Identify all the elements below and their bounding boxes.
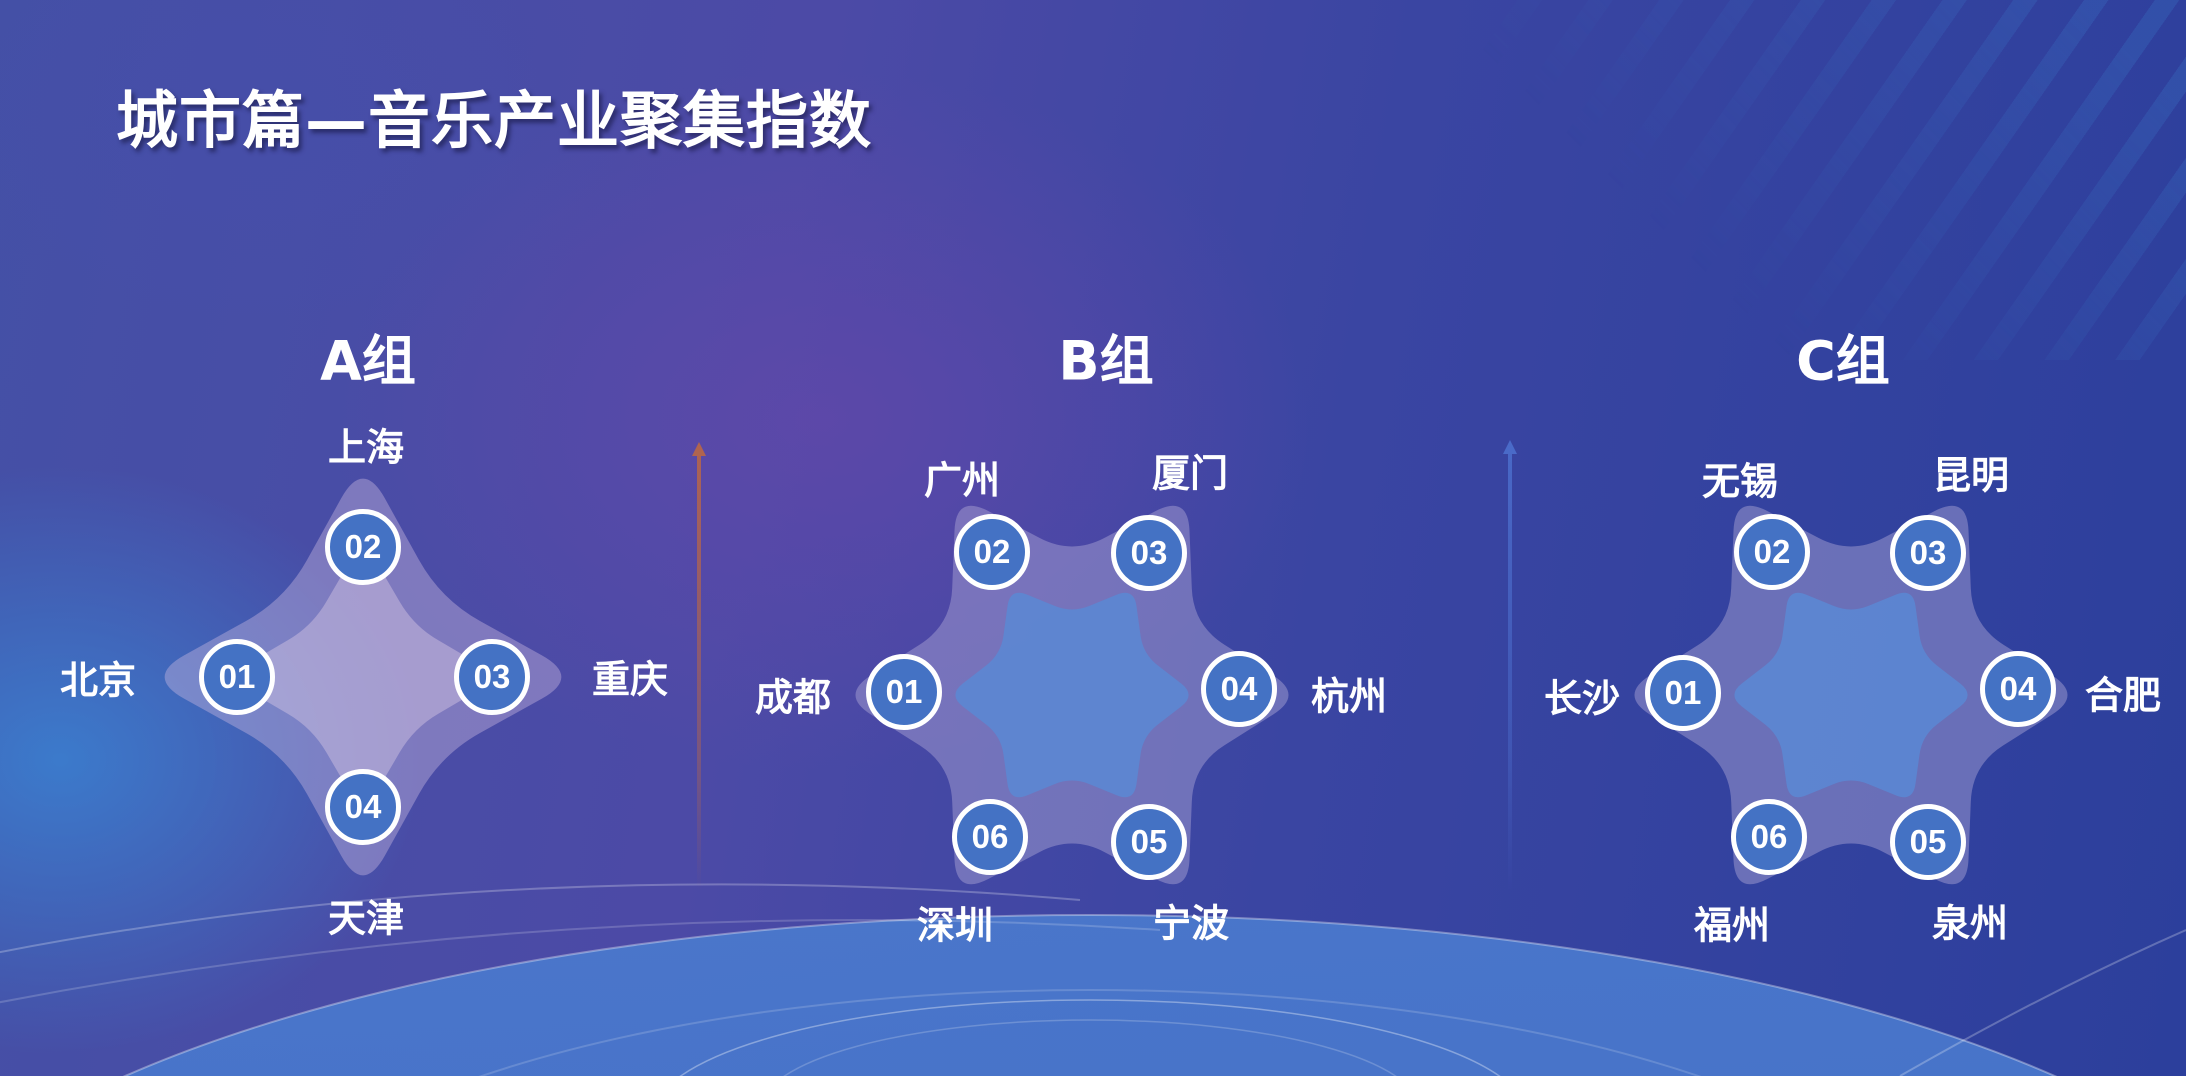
number-badge: 06 <box>1731 799 1807 875</box>
city-label: 福州 <box>1693 903 1771 948</box>
city-label: 合肥 <box>2084 673 2162 718</box>
divider-arrow-b-c <box>1503 440 1517 890</box>
inner-star-shape <box>237 551 489 803</box>
divider-arrow-a-b <box>692 442 706 890</box>
number-badge: 03 <box>454 639 530 715</box>
number-badge: 02 <box>1734 514 1810 590</box>
city-label: 厦门 <box>1151 451 1229 496</box>
number-badge: 04 <box>1201 651 1277 727</box>
star-shapes <box>164 478 2068 885</box>
city-label: 宁波 <box>1152 901 1230 946</box>
group-title: B组 <box>1058 329 1154 393</box>
number-badge: 04 <box>1980 651 2056 727</box>
city-label: 长沙 <box>1543 676 1621 721</box>
page-title: 城市篇—音乐产业聚集指数 <box>116 84 873 157</box>
city-label: 泉州 <box>1931 901 2009 946</box>
number-badge: 02 <box>954 514 1030 590</box>
number-badge: 02 <box>325 509 401 585</box>
floor-arcs <box>0 883 2186 1076</box>
number-badge: 05 <box>1111 804 1187 880</box>
number-badge: 05 <box>1890 804 1966 880</box>
decorative-stripes <box>1466 0 2186 360</box>
number-badge: 03 <box>1890 515 1966 591</box>
number-badge: 03 <box>1111 515 1187 591</box>
city-label: 深圳 <box>916 903 994 948</box>
city-label: 成都 <box>754 675 832 720</box>
outer-star-shape <box>164 478 562 876</box>
group-title: A组 <box>320 329 416 393</box>
city-label: 无锡 <box>1701 459 1779 504</box>
number-badge: 01 <box>866 654 942 730</box>
city-label: 昆明 <box>1932 453 2010 498</box>
city-label: 天津 <box>327 896 405 941</box>
city-label: 上海 <box>327 425 405 470</box>
city-label: 北京 <box>59 658 137 703</box>
inner-star-shape <box>1734 592 1968 798</box>
number-badge: 01 <box>1645 655 1721 731</box>
number-badge: 01 <box>199 639 275 715</box>
number-badge: 04 <box>325 769 401 845</box>
group-title: C组 <box>1796 329 1890 393</box>
inner-star-shape <box>955 592 1189 798</box>
city-label: 重庆 <box>591 657 669 702</box>
city-label: 杭州 <box>1310 674 1388 719</box>
city-label: 广州 <box>923 458 1001 503</box>
number-badge: 06 <box>952 799 1028 875</box>
